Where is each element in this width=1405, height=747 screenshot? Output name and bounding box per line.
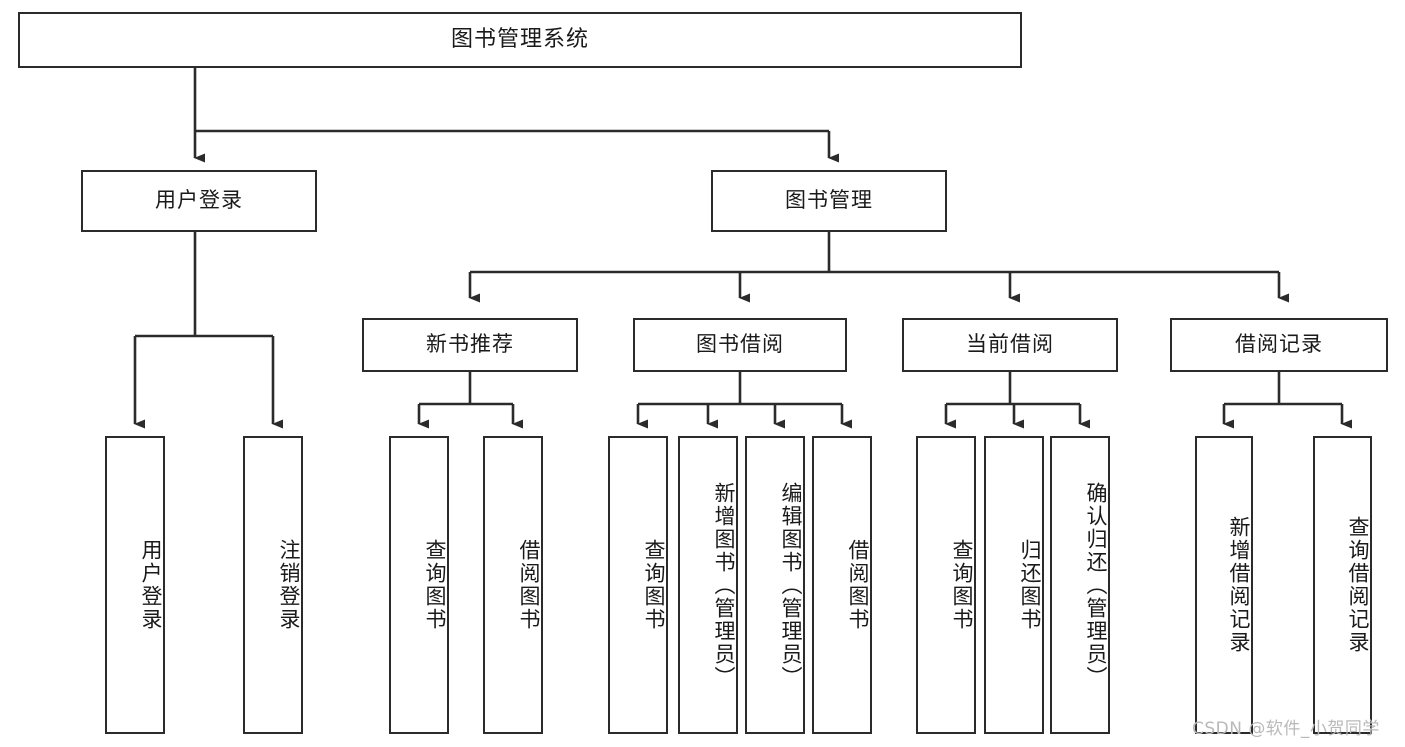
node-leaf-confirm-return[interactable]: 确认归还（管理员） (1050, 436, 1110, 734)
node-leaf-logout-login[interactable]: 注销登录 (243, 436, 303, 734)
node-leaf-borrow-book-2[interactable]: 借阅图书 (812, 436, 872, 734)
node-leaf-query-book-2[interactable]: 查询图书 (608, 436, 668, 734)
node-label: 查询图书 (423, 539, 447, 631)
node-leaf-return-book[interactable]: 归还图书 (984, 436, 1044, 734)
node-label: 编辑图书（管理员） (779, 481, 803, 689)
node-leaf-add-borrow-record[interactable]: 新增借阅记录 (1195, 436, 1253, 734)
node-label: 新书推荐 (426, 332, 514, 357)
node-leaf-query-book-1[interactable]: 查询图书 (389, 436, 449, 734)
node-root-book-management-system[interactable]: 图书管理系统 (18, 12, 1022, 68)
node-label: 当前借阅 (966, 332, 1054, 357)
node-leaf-add-book[interactable]: 新增图书（管理员） (678, 436, 738, 734)
node-label: 注销登录 (277, 539, 301, 631)
node-label: 图书管理 (785, 188, 873, 213)
node-label: 查询图书 (642, 539, 666, 631)
node-label: 用户登录 (139, 539, 163, 631)
csdn-watermark: CSDN @软件_小贺同学 (1192, 719, 1380, 739)
node-label: 查询借阅记录 (1346, 516, 1370, 654)
node-label: 用户登录 (155, 188, 243, 213)
node-label: 新增图书（管理员） (712, 481, 736, 689)
node-book-manage[interactable]: 图书管理 (711, 170, 947, 232)
node-leaf-user-login[interactable]: 用户登录 (105, 436, 165, 734)
node-label: 新增借阅记录 (1227, 516, 1251, 654)
node-label: 归还图书 (1018, 539, 1042, 631)
node-label: 借阅图书 (517, 539, 541, 631)
node-current-borrow[interactable]: 当前借阅 (902, 318, 1118, 372)
node-leaf-query-book-3[interactable]: 查询图书 (916, 436, 976, 734)
node-label: 借阅图书 (846, 539, 870, 631)
node-label: 确认归还（管理员） (1084, 481, 1108, 689)
node-label: 图书借阅 (696, 332, 784, 357)
node-leaf-query-borrow-record[interactable]: 查询借阅记录 (1313, 436, 1372, 734)
node-leaf-edit-book[interactable]: 编辑图书（管理员） (745, 436, 805, 734)
node-leaf-borrow-book-1[interactable]: 借阅图书 (483, 436, 543, 734)
node-label: 查询图书 (950, 539, 974, 631)
node-label: 图书管理系统 (450, 26, 589, 52)
node-book-borrow[interactable]: 图书借阅 (633, 318, 847, 372)
node-new-book-recommend[interactable]: 新书推荐 (362, 318, 578, 372)
node-user-login[interactable]: 用户登录 (81, 170, 317, 232)
node-borrow-record[interactable]: 借阅记录 (1170, 318, 1388, 372)
node-label: 借阅记录 (1235, 332, 1323, 357)
